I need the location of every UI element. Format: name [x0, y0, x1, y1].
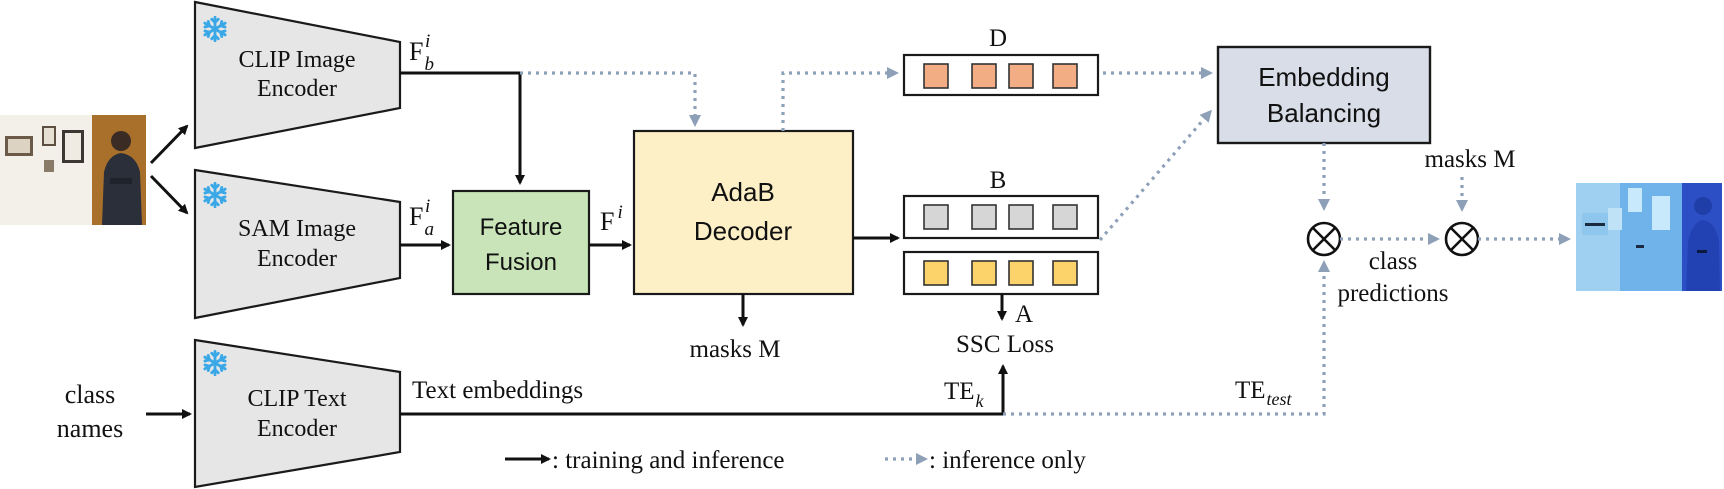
sam-image-encoder: SAM Image Encoder [193, 168, 402, 320]
output-segmentation [1576, 183, 1722, 291]
multiply-icon [1306, 221, 1342, 257]
legend-dotted-label: : inference only [929, 447, 1086, 474]
multiply-icon [1444, 221, 1480, 257]
token-d-1 [923, 63, 949, 89]
clip-image-encoder-label-1: CLIP Image [238, 47, 355, 73]
masks-label-right: masks M [1425, 146, 1516, 173]
token-b-1 [923, 204, 949, 230]
text-embeddings-label: Text embeddings [412, 377, 583, 404]
token-a-label: A [1015, 301, 1033, 328]
token-d-3 [1008, 63, 1034, 89]
adab-decoder-label-1: AdaB [711, 177, 775, 207]
te-test-label: TEtest [1235, 377, 1293, 409]
clip-text-encoder-label-1: CLIP Text [248, 386, 347, 412]
arrow-photo-to-sam [149, 174, 189, 215]
class-names-label-2: names [57, 414, 123, 443]
arrow-decoder-to-d [781, 67, 899, 131]
class-predictions-label-2: predictions [1337, 280, 1448, 307]
token-d-4 [1052, 63, 1078, 89]
arrow-clip-to-decoder [520, 71, 701, 127]
token-a-2 [971, 260, 997, 286]
embedding-balancing-block: Embedding Balancing [1216, 45, 1432, 145]
feature-fusion-label-2: Fusion [485, 249, 557, 276]
token-b-4 [1052, 204, 1078, 230]
clip-image-encoder: CLIP Image Encoder [193, 0, 402, 150]
token-a-3 [1008, 260, 1034, 286]
feature-fusion-label-1: Feature [480, 214, 563, 241]
token-bar-a [902, 250, 1100, 296]
token-d-label: D [989, 25, 1007, 52]
feature-fusion-block: Feature Fusion [451, 189, 591, 296]
arrow-b-to-balancing [1098, 109, 1212, 242]
sam-image-encoder-label-2: Encoder [257, 246, 337, 272]
sam-image-encoder-label-1: SAM Image [238, 216, 356, 242]
adab-decoder-label-2: Decoder [694, 216, 793, 246]
arrow-clip-to-fusion [400, 71, 525, 185]
arrow-text-to-multiply [1003, 260, 1330, 416]
embedding-balancing-label-1: Embedding [1258, 62, 1390, 92]
token-a-1 [923, 260, 949, 286]
clip-text-encoder: CLIP Text Encoder [193, 338, 402, 489]
class-names-label-1: class [65, 380, 116, 409]
token-b-label: B [990, 167, 1007, 194]
token-a-4 [1052, 260, 1078, 286]
masks-label-decoder: masks M [690, 336, 781, 363]
token-bar-b [902, 194, 1100, 240]
adab-decoder-block: AdaB Decoder [632, 129, 855, 296]
ssc-loss-label: SSC Loss [956, 331, 1054, 358]
input-photo [0, 115, 146, 225]
clip-text-encoder-label-2: Encoder [257, 416, 337, 442]
feature-fa-label: Fai [409, 196, 434, 240]
te-k-label: TEk [944, 378, 985, 411]
arrow-photo-to-clip [149, 124, 189, 165]
token-d-2 [971, 63, 997, 89]
token-b-2 [971, 204, 997, 230]
feature-fb-label: Fbi [409, 31, 434, 75]
legend: : training and inference : inference onl… [505, 447, 1086, 474]
token-b-3 [1008, 204, 1034, 230]
legend-solid-label: : training and inference [552, 447, 785, 474]
class-predictions-label-1: class [1369, 248, 1418, 275]
token-bar-d [902, 53, 1100, 97]
embedding-balancing-label-2: Balancing [1267, 98, 1381, 128]
clip-image-encoder-label-2: Encoder [257, 76, 337, 102]
